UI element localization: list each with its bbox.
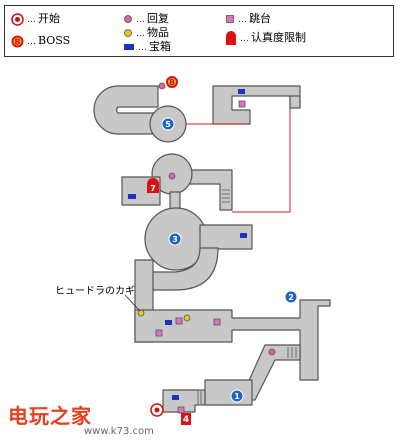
jump-pads	[155, 100, 246, 414]
key-label: ヒュードラのカギ	[55, 286, 135, 297]
boss-icon: B	[11, 35, 24, 47]
legend-start-label: 开始	[38, 12, 60, 25]
legend-start: …开始	[11, 12, 60, 27]
marker-1: 1	[230, 389, 244, 403]
chest	[240, 233, 247, 238]
chest	[128, 194, 136, 199]
legend-chest-label: 宝箱	[149, 40, 171, 53]
watermark-url: www.k73.com	[84, 426, 154, 437]
svg-text:B: B	[169, 78, 175, 87]
heal-point	[268, 348, 276, 356]
jump-pad	[175, 317, 183, 325]
start-marker	[150, 403, 164, 417]
room-3-curve	[151, 247, 219, 291]
jump-pad	[177, 406, 185, 414]
marker-2: 2	[284, 290, 298, 304]
chest	[172, 395, 179, 400]
heal-icon	[124, 15, 132, 23]
heal-point	[168, 172, 176, 180]
heal-points	[158, 82, 276, 356]
jump-pad	[238, 100, 246, 108]
limit-door-7: 7	[147, 178, 159, 193]
jump-pad	[213, 318, 221, 326]
door-limit-icon	[226, 31, 236, 45]
item	[183, 314, 191, 322]
legend-limit: …认真度限制	[225, 30, 306, 46]
item-key	[137, 309, 145, 317]
upper-right-stub	[289, 95, 301, 109]
legend-heal-label: 回复	[147, 12, 169, 25]
legend-boss: B…BOSS	[11, 34, 70, 49]
marker-3: 3	[168, 232, 182, 246]
items	[137, 309, 191, 322]
jump-pad	[155, 329, 163, 337]
start-icon	[11, 12, 24, 26]
svg-text:4: 4	[183, 415, 189, 425]
legend-jump-label: 跳台	[249, 12, 271, 25]
south-hall	[134, 299, 331, 381]
loop-corridor	[93, 85, 159, 135]
item-icon	[124, 29, 132, 37]
svg-text:1: 1	[234, 392, 240, 401]
map-legend: …开始 B…BOSS …回复 …物品 …宝箱 …跳台 …认真度限制	[4, 5, 394, 57]
marker-5: 5	[161, 117, 175, 131]
watermark-brand: 电玩之家	[8, 404, 92, 428]
room-1	[204, 379, 253, 406]
legend-limit-label: 认真度限制	[251, 31, 306, 44]
limit-marker-4: 4	[181, 413, 191, 425]
chests	[128, 89, 247, 400]
svg-text:5: 5	[165, 120, 171, 129]
legend-jump: …跳台	[225, 12, 271, 27]
chest-icon	[124, 44, 134, 50]
svg-text:B: B	[14, 37, 20, 46]
upper-right-room	[212, 85, 301, 125]
legend-chest: …宝箱	[123, 40, 171, 55]
legend-item-label: 物品	[147, 26, 169, 39]
boss-marker: B	[166, 76, 178, 88]
heal-point	[158, 82, 166, 90]
chest	[238, 89, 245, 94]
link-corridor	[169, 191, 181, 211]
legend-heal: …回复	[123, 12, 169, 27]
jump-icon	[226, 15, 234, 23]
chest	[165, 320, 172, 325]
key-pointer	[124, 294, 141, 312]
svg-text:2: 2	[288, 293, 294, 302]
legend-item: …物品	[123, 26, 169, 41]
legend-boss-label: BOSS	[38, 34, 71, 47]
svg-text:3: 3	[172, 235, 178, 244]
svg-text:7: 7	[150, 184, 156, 193]
link-lines	[186, 107, 291, 213]
stairs	[197, 189, 297, 404]
